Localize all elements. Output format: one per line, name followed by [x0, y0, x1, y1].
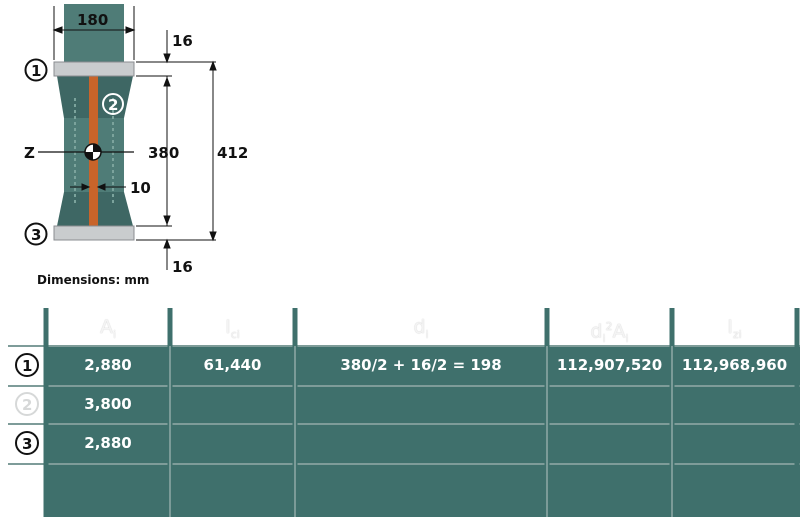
- bottom-flange: [53, 225, 135, 241]
- svg-text:3: 3: [31, 226, 41, 244]
- part-3-marker: 3: [24, 222, 48, 246]
- svg-text:1: 1: [31, 62, 41, 80]
- svg-text:3: 3: [22, 435, 32, 453]
- header-distance: di: [413, 316, 429, 341]
- svg-text:2: 2: [108, 96, 118, 114]
- header-axis-inertia: Izi: [727, 316, 742, 341]
- row-1-area: 2,880: [84, 356, 132, 374]
- part-2-marker: 2: [102, 93, 124, 115]
- svg-text:1: 1: [22, 357, 32, 375]
- header-centroidal-inertia: Ici: [225, 316, 240, 341]
- units-caption: Dimensions: mm: [37, 273, 150, 287]
- row-2-marker: 2: [15, 392, 39, 416]
- bottom-flange-label: 16: [172, 258, 193, 276]
- top-flange-label: 16: [172, 32, 193, 50]
- row-1-centroidal-inertia: 61,440: [203, 356, 262, 374]
- row-1-axis-inertia: 112,968,960: [681, 356, 788, 374]
- properties-table-grid: [8, 308, 800, 517]
- row-2-area: 3,800: [84, 395, 132, 413]
- web-height-label: 380: [148, 144, 179, 162]
- i-beam-diagram: 180 16 380 412 16 10 Z: [24, 4, 248, 276]
- total-height-label: 412: [217, 144, 248, 162]
- row-1-transfer-term: 112,907,520: [556, 356, 663, 374]
- part-1-marker: 1: [24, 58, 48, 82]
- axis-z-label: Z: [24, 144, 35, 162]
- row-1-distance: 380/2 + 16/2 = 198: [340, 356, 502, 374]
- centroid-icon: [84, 143, 102, 161]
- width-label: 180: [77, 11, 108, 29]
- header-transfer-term: di2Ai: [590, 320, 629, 346]
- row-1-marker: 1: [15, 353, 39, 377]
- top-flange: [53, 61, 135, 77]
- web-thickness-label: 10: [130, 179, 151, 197]
- row-3-area: 2,880: [84, 434, 132, 452]
- row-3-marker: 3: [15, 431, 39, 455]
- header-area: Ai: [99, 316, 117, 341]
- svg-text:2: 2: [22, 396, 32, 414]
